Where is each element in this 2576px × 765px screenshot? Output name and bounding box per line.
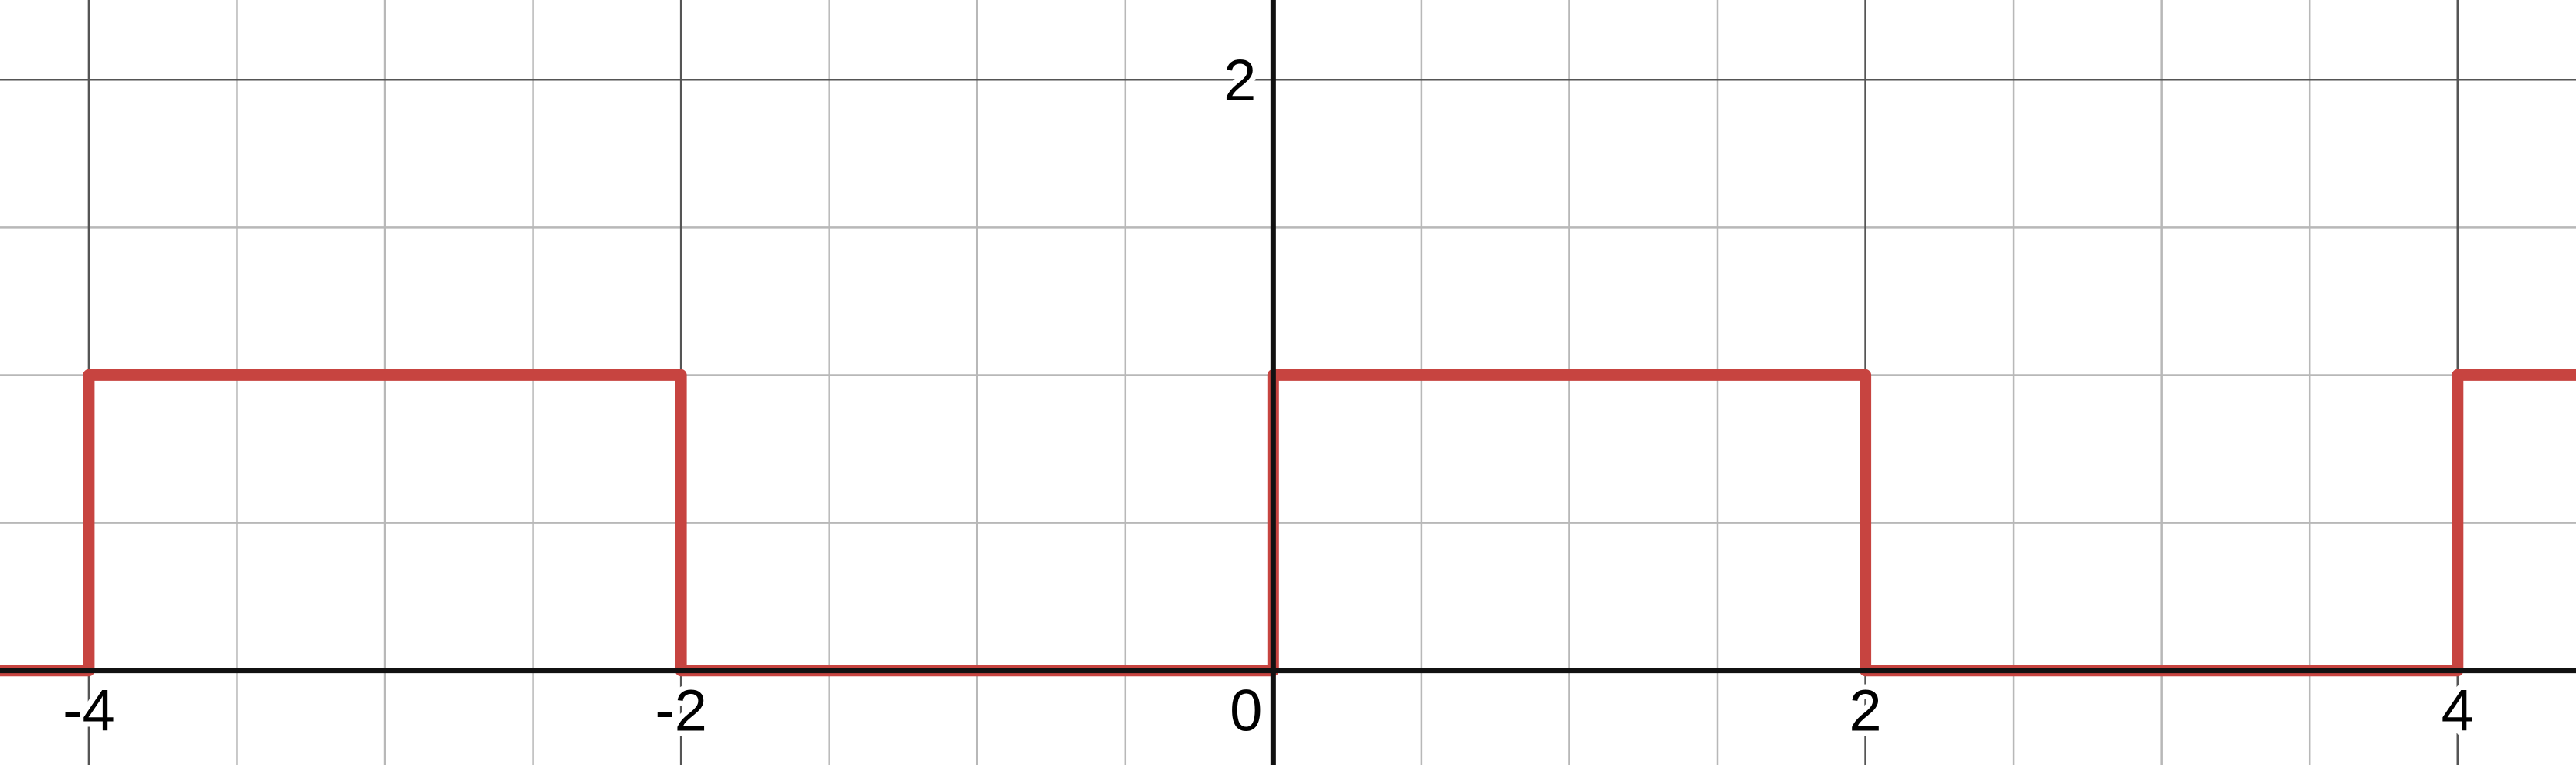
y-tick-label: 2 xyxy=(1223,48,1256,114)
x-tick-label: 0 xyxy=(1230,678,1262,744)
x-tick-label: -4 xyxy=(63,678,115,744)
tick-labels: -4 -2 0 2 4 2 xyxy=(57,42,2479,749)
x-tick-label: 4 xyxy=(2442,678,2474,744)
x-tick-label: -2 xyxy=(655,678,707,744)
x-tick-label: 2 xyxy=(1849,678,1881,744)
